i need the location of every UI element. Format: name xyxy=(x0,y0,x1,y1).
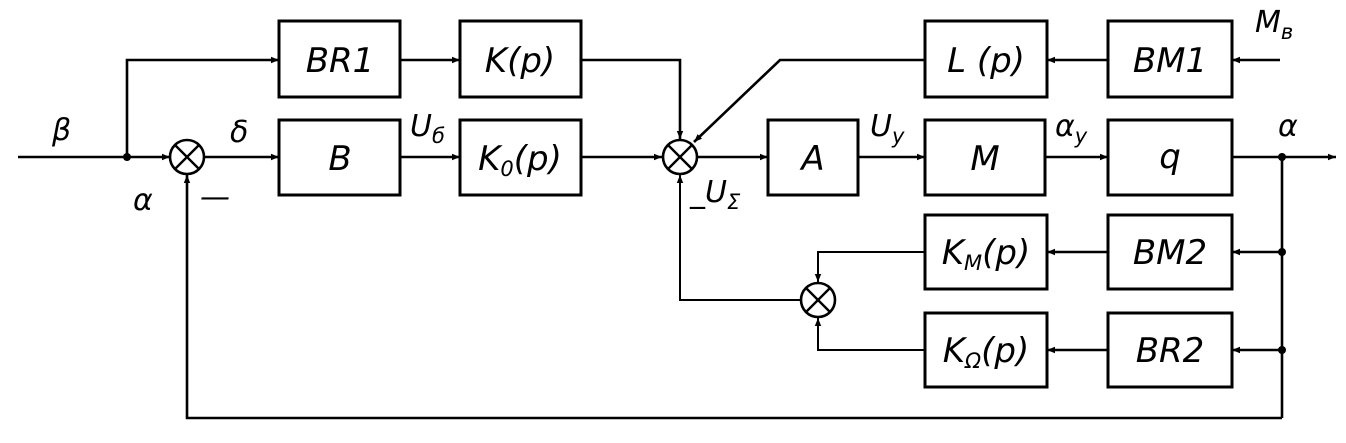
junction-dot-beta xyxy=(123,153,131,161)
block-bm2: BM2 xyxy=(1106,213,1234,291)
block-b: B xyxy=(277,118,402,197)
block-br1-label: BR1 xyxy=(306,41,375,81)
signal-label-usum: _UΣ xyxy=(689,175,741,214)
block-bm1: BM1 xyxy=(1106,19,1234,99)
summing-junction-1 xyxy=(168,138,206,176)
signal-label-uy: Uy xyxy=(870,109,905,148)
wire-km-to-sum3 xyxy=(814,251,925,282)
block-km: KM(p) xyxy=(923,213,1049,291)
block-a-label: A xyxy=(799,139,824,179)
block-b-label: B xyxy=(328,139,351,179)
wire-sum3-to-sum2 xyxy=(676,175,800,301)
block-kp-label: K(p) xyxy=(485,41,555,81)
signal-lines xyxy=(18,56,1336,420)
junction-dot-br2 xyxy=(1278,346,1286,354)
signal-label-beta: β xyxy=(51,113,71,148)
block-br2: BR2 xyxy=(1106,311,1234,389)
block-lp-label: L (p) xyxy=(947,41,1025,81)
signal-label-alpha-feedback: α xyxy=(133,183,153,218)
wire-main-feedback xyxy=(183,175,1282,420)
block-bm2-label: BM2 xyxy=(1133,233,1207,273)
block-kom: KΩ(p) xyxy=(923,311,1049,389)
block-lp: L (p) xyxy=(923,19,1049,99)
block-km-label: KM(p) xyxy=(942,233,1031,275)
block-k0: K0(p) xyxy=(458,118,583,197)
block-q: q xyxy=(1106,118,1234,197)
summing-junction-2 xyxy=(661,138,699,176)
wire-kp-to-sum2 xyxy=(581,58,684,139)
block-m-label: M xyxy=(970,139,999,179)
block-k0-label: K0(p) xyxy=(478,139,562,181)
signal-label-alphay: αy xyxy=(1055,109,1088,148)
junction-dot-bm2 xyxy=(1278,248,1286,256)
block-kom-label: KΩ(p) xyxy=(943,331,1029,373)
block-m: M xyxy=(923,118,1047,197)
junction-dot-output xyxy=(1278,153,1286,161)
block-kp: K(p) xyxy=(458,19,583,99)
signal-label-ub: Uб xyxy=(410,109,445,148)
block-a: A xyxy=(766,118,860,197)
signal-label-delta: δ xyxy=(230,115,248,150)
signal-label-minus: — xyxy=(200,180,230,215)
block-q-label: q xyxy=(1159,137,1181,177)
wire-kom-to-sum3 xyxy=(814,318,925,351)
block-br2-label: BR2 xyxy=(1136,331,1205,371)
signal-label-mv: Mв xyxy=(1255,5,1293,44)
wire-beta-to-br1 xyxy=(125,56,279,157)
block-br1: BR1 xyxy=(277,19,402,99)
block-bm1-label: BM1 xyxy=(1133,41,1207,81)
signal-label-alpha-output: α xyxy=(1278,109,1298,144)
summing-junction-3 xyxy=(799,281,837,319)
wire-lp-to-sum2 xyxy=(693,58,925,143)
